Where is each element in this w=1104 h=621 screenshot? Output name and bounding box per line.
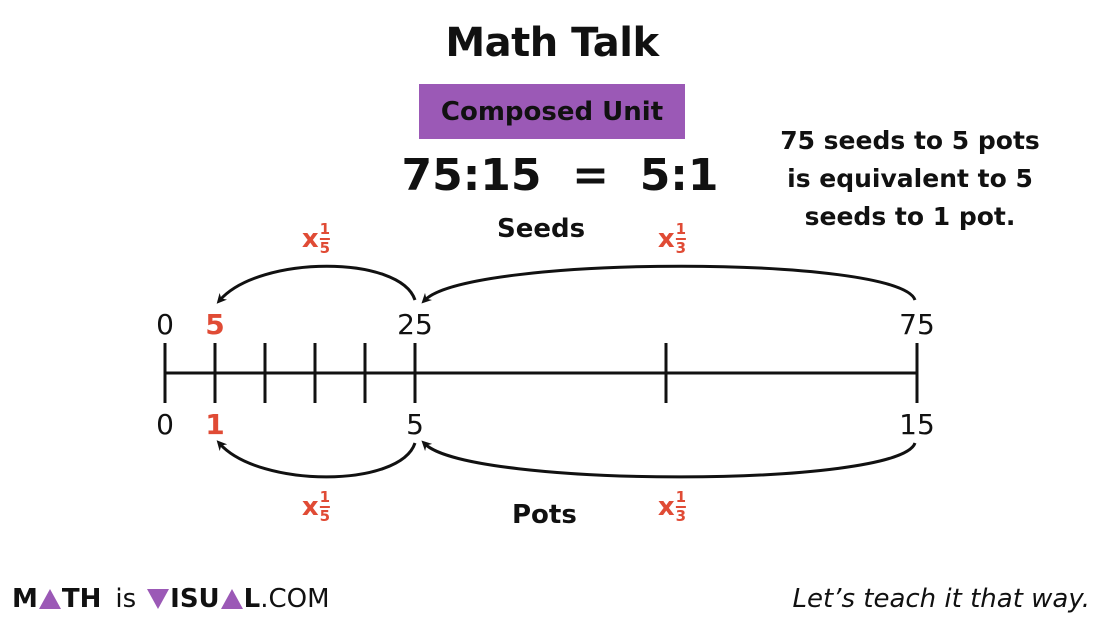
arc-top-25-to-5 [216, 264, 417, 304]
pots-tick-label: 15 [899, 408, 935, 441]
equivalence-statement: 75 seeds to 5 pots is equivalent to 5 se… [740, 122, 1080, 236]
seeds-tick-label-highlight: 5 [205, 308, 225, 341]
triangle-up-icon [220, 589, 243, 609]
pots-tick-label: 5 [406, 408, 424, 441]
pots-tick-label: 0 [156, 408, 174, 441]
pots-label: Pots [512, 500, 577, 530]
tagline: Let’s teach it that way. [792, 584, 1091, 614]
ratio-left: 75:15 [401, 150, 542, 201]
seeds-tick-label: 75 [899, 308, 935, 341]
seeds-label: Seeds [497, 214, 586, 244]
composed-unit-badge: Composed Unit [419, 84, 685, 139]
brand-logo: M TH is ISU L .COM [12, 584, 330, 614]
statement-line: is equivalent to 5 [787, 164, 1033, 193]
ratio-equals: = [572, 150, 610, 201]
triangle-down-icon [147, 589, 170, 609]
arc-bottom-5-to-1 [216, 440, 417, 479]
tick-marks [163, 343, 919, 403]
pots-tick-label-highlight: 1 [205, 408, 225, 441]
ratio-right: 5:1 [639, 150, 719, 201]
page-title: Math Talk [445, 20, 659, 66]
arc-top-75-to-25 [421, 264, 917, 304]
ratio-equation: 75:15 = 5:1 [400, 150, 720, 201]
statement-line: seeds to 1 pot. [804, 202, 1016, 231]
triangle-up-icon [38, 589, 61, 609]
arc-bottom-15-to-5 [421, 440, 917, 479]
seeds-tick-label: 0 [156, 308, 174, 341]
seeds-tick-label: 25 [397, 308, 433, 341]
statement-line: 75 seeds to 5 pots [780, 126, 1040, 155]
